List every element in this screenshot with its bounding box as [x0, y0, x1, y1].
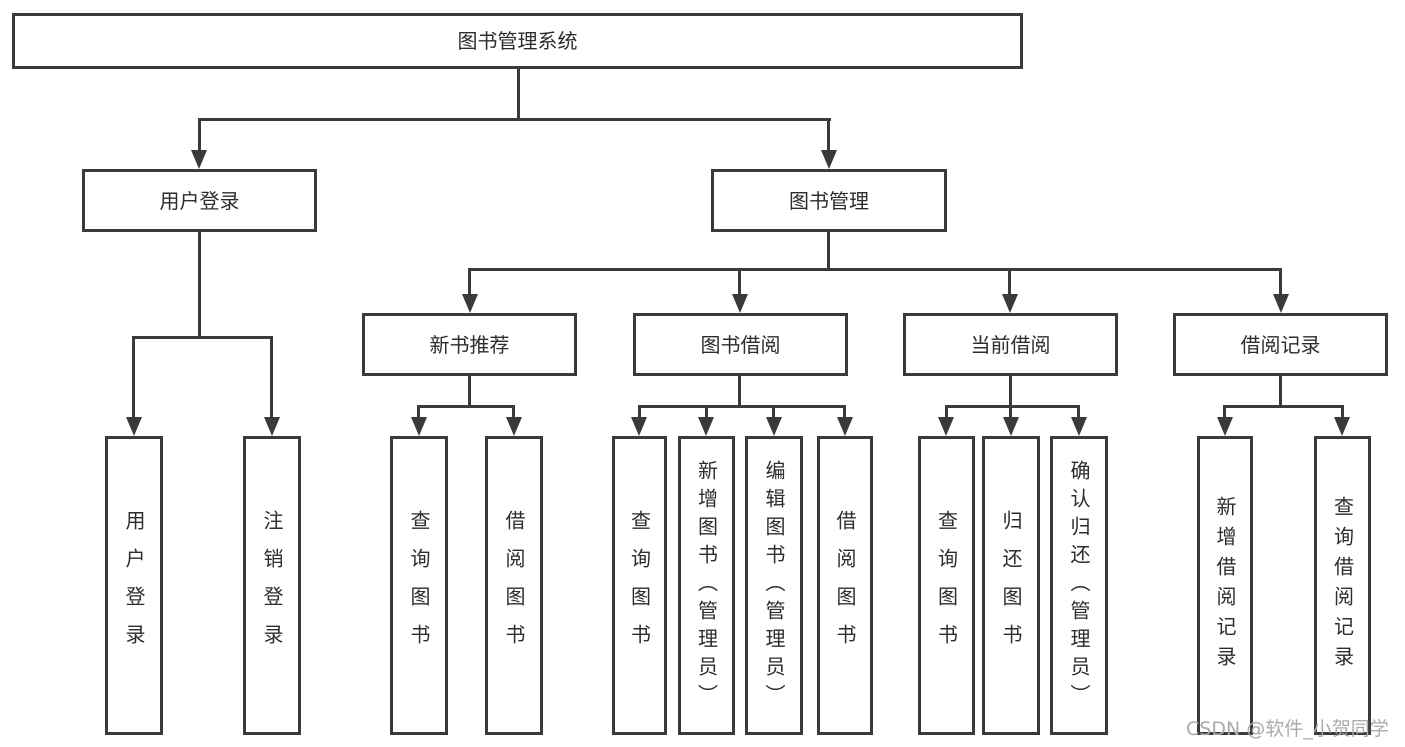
connector-drop-query3 [945, 405, 948, 419]
connector-newbook-bar [417, 405, 515, 408]
leaf-user-login: 用户登录 [105, 436, 163, 735]
connector-drop-logout-leaf [270, 336, 273, 419]
connector-drop-queryrecord [1341, 405, 1344, 419]
connector-drop-currentborrow [1008, 268, 1011, 296]
arrow-to-user-login [191, 150, 207, 169]
arrow-to-login-leaf [126, 417, 142, 436]
connector-drop-borrow1 [512, 405, 515, 419]
arrow-to-add-borrow-record [1217, 417, 1233, 436]
connector-drop-query2 [638, 405, 641, 419]
connector-bookborrow-bar [638, 405, 846, 408]
arrow-to-borrow-records [1273, 294, 1289, 313]
connector-bookmgmt-bar [468, 268, 1281, 271]
leaf-query-books-borrow: 查询图书 [612, 436, 667, 735]
connector-drop-returnbooks [1009, 405, 1012, 419]
connector-root-bar [198, 118, 831, 121]
connector-currentborrow-stem [1009, 376, 1012, 405]
leaf-logout: 注销登录 [243, 436, 301, 735]
leaf-query-borrow-record: 查询借阅记录 [1314, 436, 1371, 735]
connector-drop-editbooks [772, 405, 775, 419]
arrow-to-edit-books [766, 417, 782, 436]
arrow-to-borrow-books-1 [506, 417, 522, 436]
leaf-add-books-admin: 新增图书（管理员） [678, 436, 735, 735]
leaf-edit-books-admin: 编辑图书（管理员） [745, 436, 803, 735]
leaf-return-books: 归还图书 [982, 436, 1040, 735]
arrow-to-borrow-books-2 [837, 417, 853, 436]
connector-root-stem [517, 69, 520, 118]
connector-userlogin-drop [198, 118, 201, 153]
connector-newbook-stem [468, 376, 471, 405]
node-root-library-system: 图书管理系统 [12, 13, 1023, 69]
leaf-borrow-books-recommend: 借阅图书 [485, 436, 543, 735]
node-new-book-recommend: 新书推荐 [362, 313, 577, 376]
leaf-confirm-return-admin: 确认归还（管理员） [1050, 436, 1108, 735]
connector-drop-confirmreturn [1077, 405, 1080, 419]
connector-bookmgmt-drop [827, 118, 830, 153]
node-user-login: 用户登录 [82, 169, 317, 232]
arrow-to-return-books [1003, 417, 1019, 436]
connector-drop-borrowrecords [1279, 268, 1282, 296]
connector-bookborrow-stem [738, 376, 741, 405]
connector-drop-addbooks [705, 405, 708, 419]
leaf-add-borrow-record: 新增借阅记录 [1197, 436, 1253, 735]
connector-userlogin-bar [132, 336, 273, 339]
connector-drop-login-leaf [132, 336, 135, 419]
arrow-to-book-management [821, 150, 837, 169]
arrow-to-logout-leaf [264, 417, 280, 436]
node-borrow-records: 借阅记录 [1173, 313, 1388, 376]
connector-drop-addrecord [1223, 405, 1226, 419]
connector-currentborrow-bar [945, 405, 1080, 408]
leaf-borrow-books: 借阅图书 [817, 436, 873, 735]
arrow-to-current-borrow [1002, 294, 1018, 313]
arrow-to-query-borrow-record [1334, 417, 1350, 436]
connector-bookmgmt-stem [827, 232, 830, 268]
arrow-to-book-borrow [732, 294, 748, 313]
node-book-borrow: 图书借阅 [633, 313, 848, 376]
connector-drop-borrow2 [843, 405, 846, 419]
csdn-watermark: CSDN @软件_小贺同学 [1186, 718, 1389, 740]
connector-drop-newbook [468, 268, 471, 296]
arrow-to-query-books-3 [938, 417, 954, 436]
leaf-query-books-recommend: 查询图书 [390, 436, 448, 735]
connector-userlogin-stem [198, 232, 201, 336]
node-current-borrow: 当前借阅 [903, 313, 1118, 376]
node-book-management: 图书管理 [711, 169, 947, 232]
connector-borrowrecords-stem [1279, 376, 1282, 405]
connector-drop-query1 [417, 405, 420, 419]
arrow-to-query-books-2 [631, 417, 647, 436]
arrow-to-query-books-1 [411, 417, 427, 436]
leaf-query-books-current: 查询图书 [918, 436, 975, 735]
connector-borrowrecords-bar [1223, 405, 1344, 408]
connector-drop-bookborrow [738, 268, 741, 296]
arrow-to-confirm-return [1071, 417, 1087, 436]
arrow-to-new-book-recommend [462, 294, 478, 313]
arrow-to-add-books [698, 417, 714, 436]
